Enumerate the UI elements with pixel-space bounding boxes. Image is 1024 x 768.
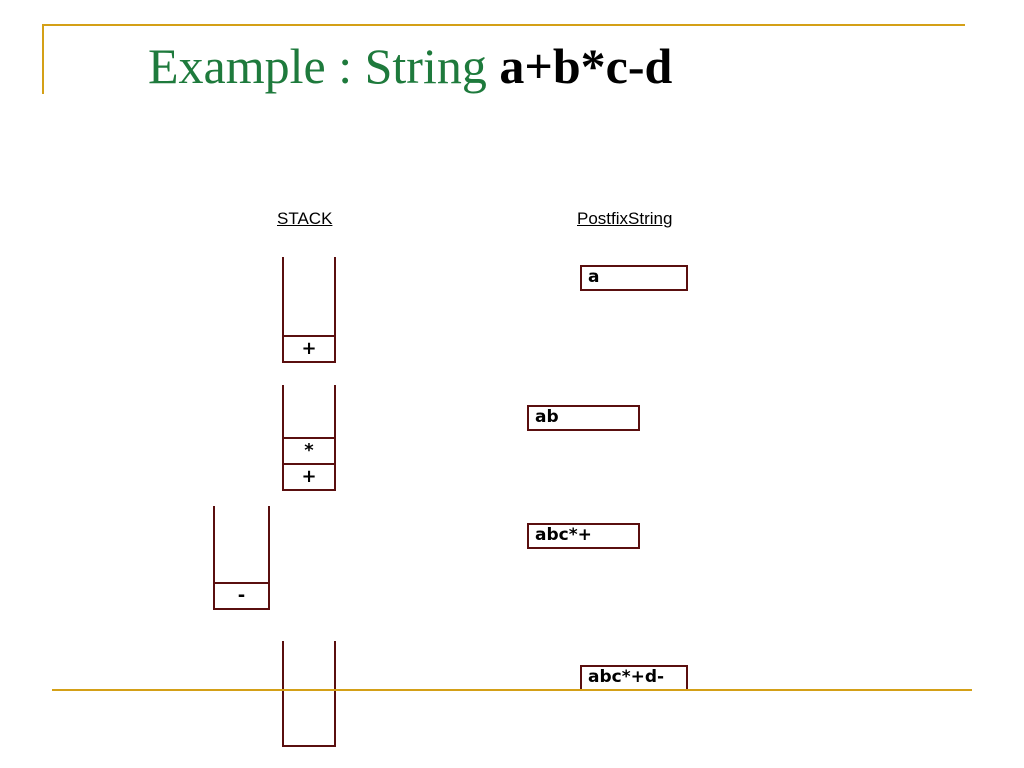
stack-step-4 — [282, 641, 336, 747]
stack-step-1: + — [282, 257, 336, 363]
postfix-header: PostfixString — [577, 209, 673, 228]
slide-title: Example : String a+b*c-d — [148, 36, 672, 96]
stack-cell: + — [284, 335, 334, 361]
postfix-box-step-2: ab — [527, 405, 640, 431]
stack-cell: + — [284, 463, 334, 489]
title-expression: a+b*c-d — [499, 38, 673, 94]
stack-header: STACK — [277, 209, 333, 228]
postfix-box-step-1: a — [580, 265, 688, 291]
postfix-box-step-3: abc*+ — [527, 523, 640, 549]
postfix-box-step-4: abc*+d- — [580, 665, 688, 691]
top-rule — [42, 24, 965, 26]
stack-step-3: - — [213, 506, 270, 610]
bottom-rule — [52, 689, 972, 691]
stack-step-2: * + — [282, 385, 336, 491]
left-rule — [42, 24, 44, 94]
title-prefix: Example : String — [148, 38, 500, 94]
stack-cell: - — [215, 582, 268, 608]
stack-cell: * — [284, 437, 334, 463]
